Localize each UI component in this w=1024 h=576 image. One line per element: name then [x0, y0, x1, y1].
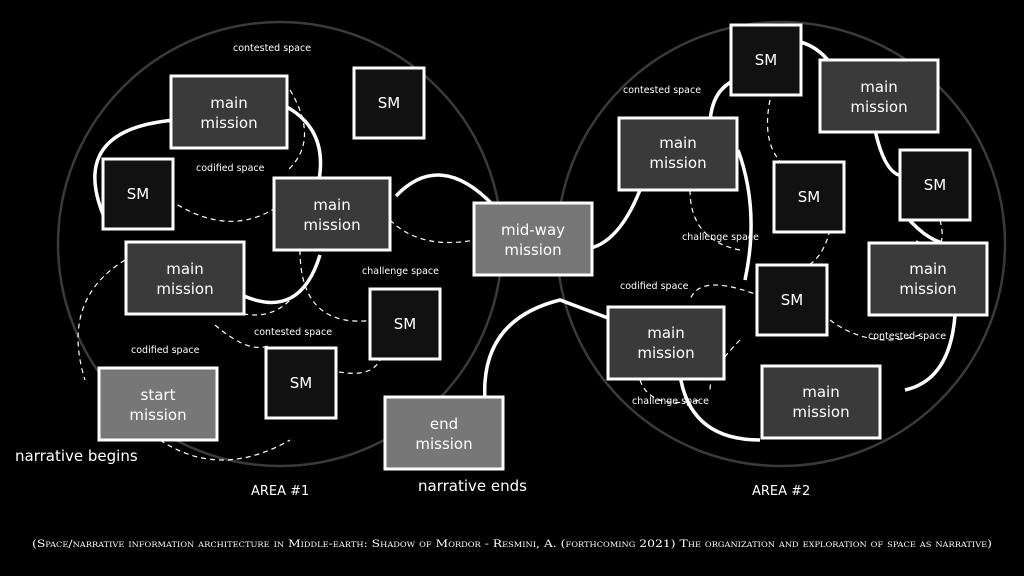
- svg-text:mission: mission: [504, 241, 561, 259]
- svg-text:mission: mission: [303, 216, 360, 234]
- svg-text:SM: SM: [394, 315, 416, 333]
- main-mission-node: main mission: [124, 240, 246, 316]
- svg-text:mission: mission: [200, 114, 257, 132]
- space-label: contested space: [623, 85, 701, 96]
- svg-text:SM: SM: [798, 188, 820, 206]
- space-label: codified space: [196, 163, 265, 174]
- main-mission-node: main mission: [818, 58, 940, 134]
- svg-text:mission: mission: [637, 344, 694, 362]
- main-mission-node: main mission: [760, 364, 882, 440]
- main-mission-node: main mission: [272, 176, 392, 252]
- midway-mission-node: mid-way mission: [472, 201, 594, 277]
- svg-text:start: start: [141, 386, 176, 404]
- svg-text:SM: SM: [290, 374, 312, 392]
- svg-text:mission: mission: [156, 280, 213, 298]
- main-mission-node: main mission: [606, 305, 726, 381]
- start-mission-node: start mission: [97, 366, 219, 442]
- space-label: contested space: [254, 327, 332, 338]
- sm-node: SM: [772, 160, 846, 234]
- space-label: contested space: [868, 331, 946, 342]
- svg-text:end: end: [430, 415, 458, 433]
- sm-node: SM: [898, 148, 972, 222]
- svg-text:main: main: [210, 94, 247, 112]
- svg-text:main: main: [909, 260, 946, 278]
- svg-text:SM: SM: [755, 51, 777, 69]
- svg-text:mission: mission: [850, 98, 907, 116]
- svg-text:main: main: [313, 196, 350, 214]
- area-1-connectors: [93, 104, 495, 305]
- bridge-connectors: [482, 189, 642, 401]
- end-mission-node: end mission: [383, 395, 505, 471]
- sm-node: SM: [101, 157, 175, 231]
- sm-node: SM: [755, 263, 829, 337]
- svg-text:main: main: [166, 260, 203, 278]
- area-2-label: AREA #2: [752, 484, 810, 499]
- sm-node: SM: [352, 66, 426, 140]
- space-label: challenge space: [682, 232, 759, 243]
- space-label: challenge space: [362, 266, 439, 277]
- svg-text:main: main: [647, 324, 684, 342]
- svg-text:SM: SM: [781, 291, 803, 309]
- sm-node: SM: [264, 346, 338, 420]
- svg-text:SM: SM: [378, 94, 400, 112]
- svg-text:mission: mission: [899, 280, 956, 298]
- space-label: contested space: [233, 43, 311, 54]
- sm-node: SM: [729, 23, 803, 97]
- svg-text:mission: mission: [649, 154, 706, 172]
- space-label: codified space: [620, 281, 689, 292]
- space-label: codified space: [131, 345, 200, 356]
- area-1-label: AREA #1: [251, 484, 309, 499]
- svg-text:mid-way: mid-way: [501, 221, 565, 239]
- svg-text:mission: mission: [792, 403, 849, 421]
- svg-text:main: main: [802, 383, 839, 401]
- svg-text:SM: SM: [127, 185, 149, 203]
- main-mission-node: main mission: [169, 74, 289, 150]
- svg-text:main: main: [659, 134, 696, 152]
- svg-text:main: main: [860, 78, 897, 96]
- sm-node: SM: [368, 287, 442, 361]
- svg-text:mission: mission: [129, 406, 186, 424]
- svg-text:SM: SM: [924, 176, 946, 194]
- narrative-begins-label: narrative begins: [15, 447, 138, 465]
- source-caption: (Space/narrative information architectur…: [32, 538, 992, 550]
- main-mission-node: main mission: [867, 241, 989, 317]
- main-mission-node: main mission: [617, 116, 739, 192]
- space-label: challenge space: [632, 396, 709, 407]
- narrative-ends-label: narrative ends: [418, 477, 527, 495]
- svg-text:mission: mission: [415, 435, 472, 453]
